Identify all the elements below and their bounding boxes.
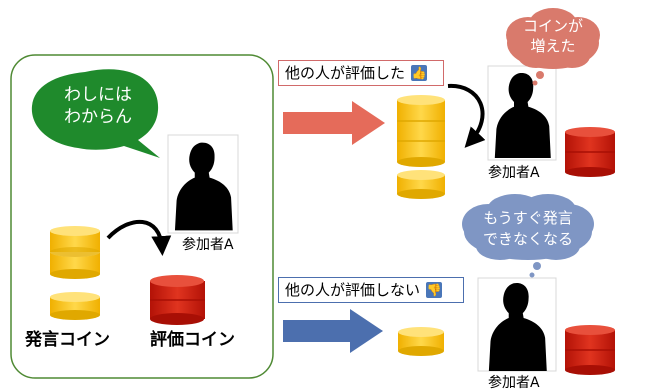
top-cloud-line-1: コインが	[522, 17, 583, 35]
speech-line-1: わしには	[64, 85, 132, 105]
bottom-cloud-line-1: もうすぐ発言	[483, 209, 573, 227]
bottom-eval-coin-stack	[565, 325, 615, 375]
bottom-speak-coin	[398, 327, 444, 356]
eval-coin-label: 評価コイン	[150, 330, 235, 350]
person-label-top: 参加者A	[488, 165, 540, 181]
thumbs-down-icon: 👎	[426, 282, 443, 298]
thumbs-up-icon: 👍	[411, 65, 428, 81]
top-speak-coin-stack	[397, 95, 445, 199]
speech-line-2: わからん	[64, 107, 132, 127]
speech-bubble	[31, 69, 160, 158]
transfer-arrow-top	[447, 83, 486, 148]
bottom-cloud-line-2: できなくなる	[482, 230, 573, 248]
evaluated-box: 他の人が評価した 👍	[278, 60, 444, 86]
bottom-thought-cloud	[462, 194, 594, 278]
blue-arrow	[283, 309, 383, 353]
speak-coin-stack	[50, 226, 100, 279]
speak-coin-single	[50, 292, 100, 320]
evaluated-text: 他の人が評価した	[285, 64, 406, 82]
red-arrow	[283, 101, 385, 145]
not-evaluated-text: 他の人が評価しない	[285, 281, 421, 299]
speech-text: わしには わからん	[52, 84, 144, 128]
person-label-left: 参加者A	[182, 237, 234, 253]
transfer-arrow-left	[106, 220, 172, 256]
top-eval-coin-stack	[565, 127, 615, 177]
top-cloud-text: コインが 増えた	[508, 16, 598, 56]
speak-coin-label: 発言コイン	[25, 330, 110, 350]
eval-coin-stack	[150, 275, 205, 325]
top-cloud-line-2: 増えた	[530, 37, 576, 55]
not-evaluated-box: 他の人が評価しない 👎	[278, 277, 464, 303]
top-thought-cloud	[506, 8, 600, 86]
person-label-bottom: 参加者A	[488, 375, 540, 391]
bottom-cloud-text: もうすぐ発言 できなくなる	[468, 208, 588, 250]
